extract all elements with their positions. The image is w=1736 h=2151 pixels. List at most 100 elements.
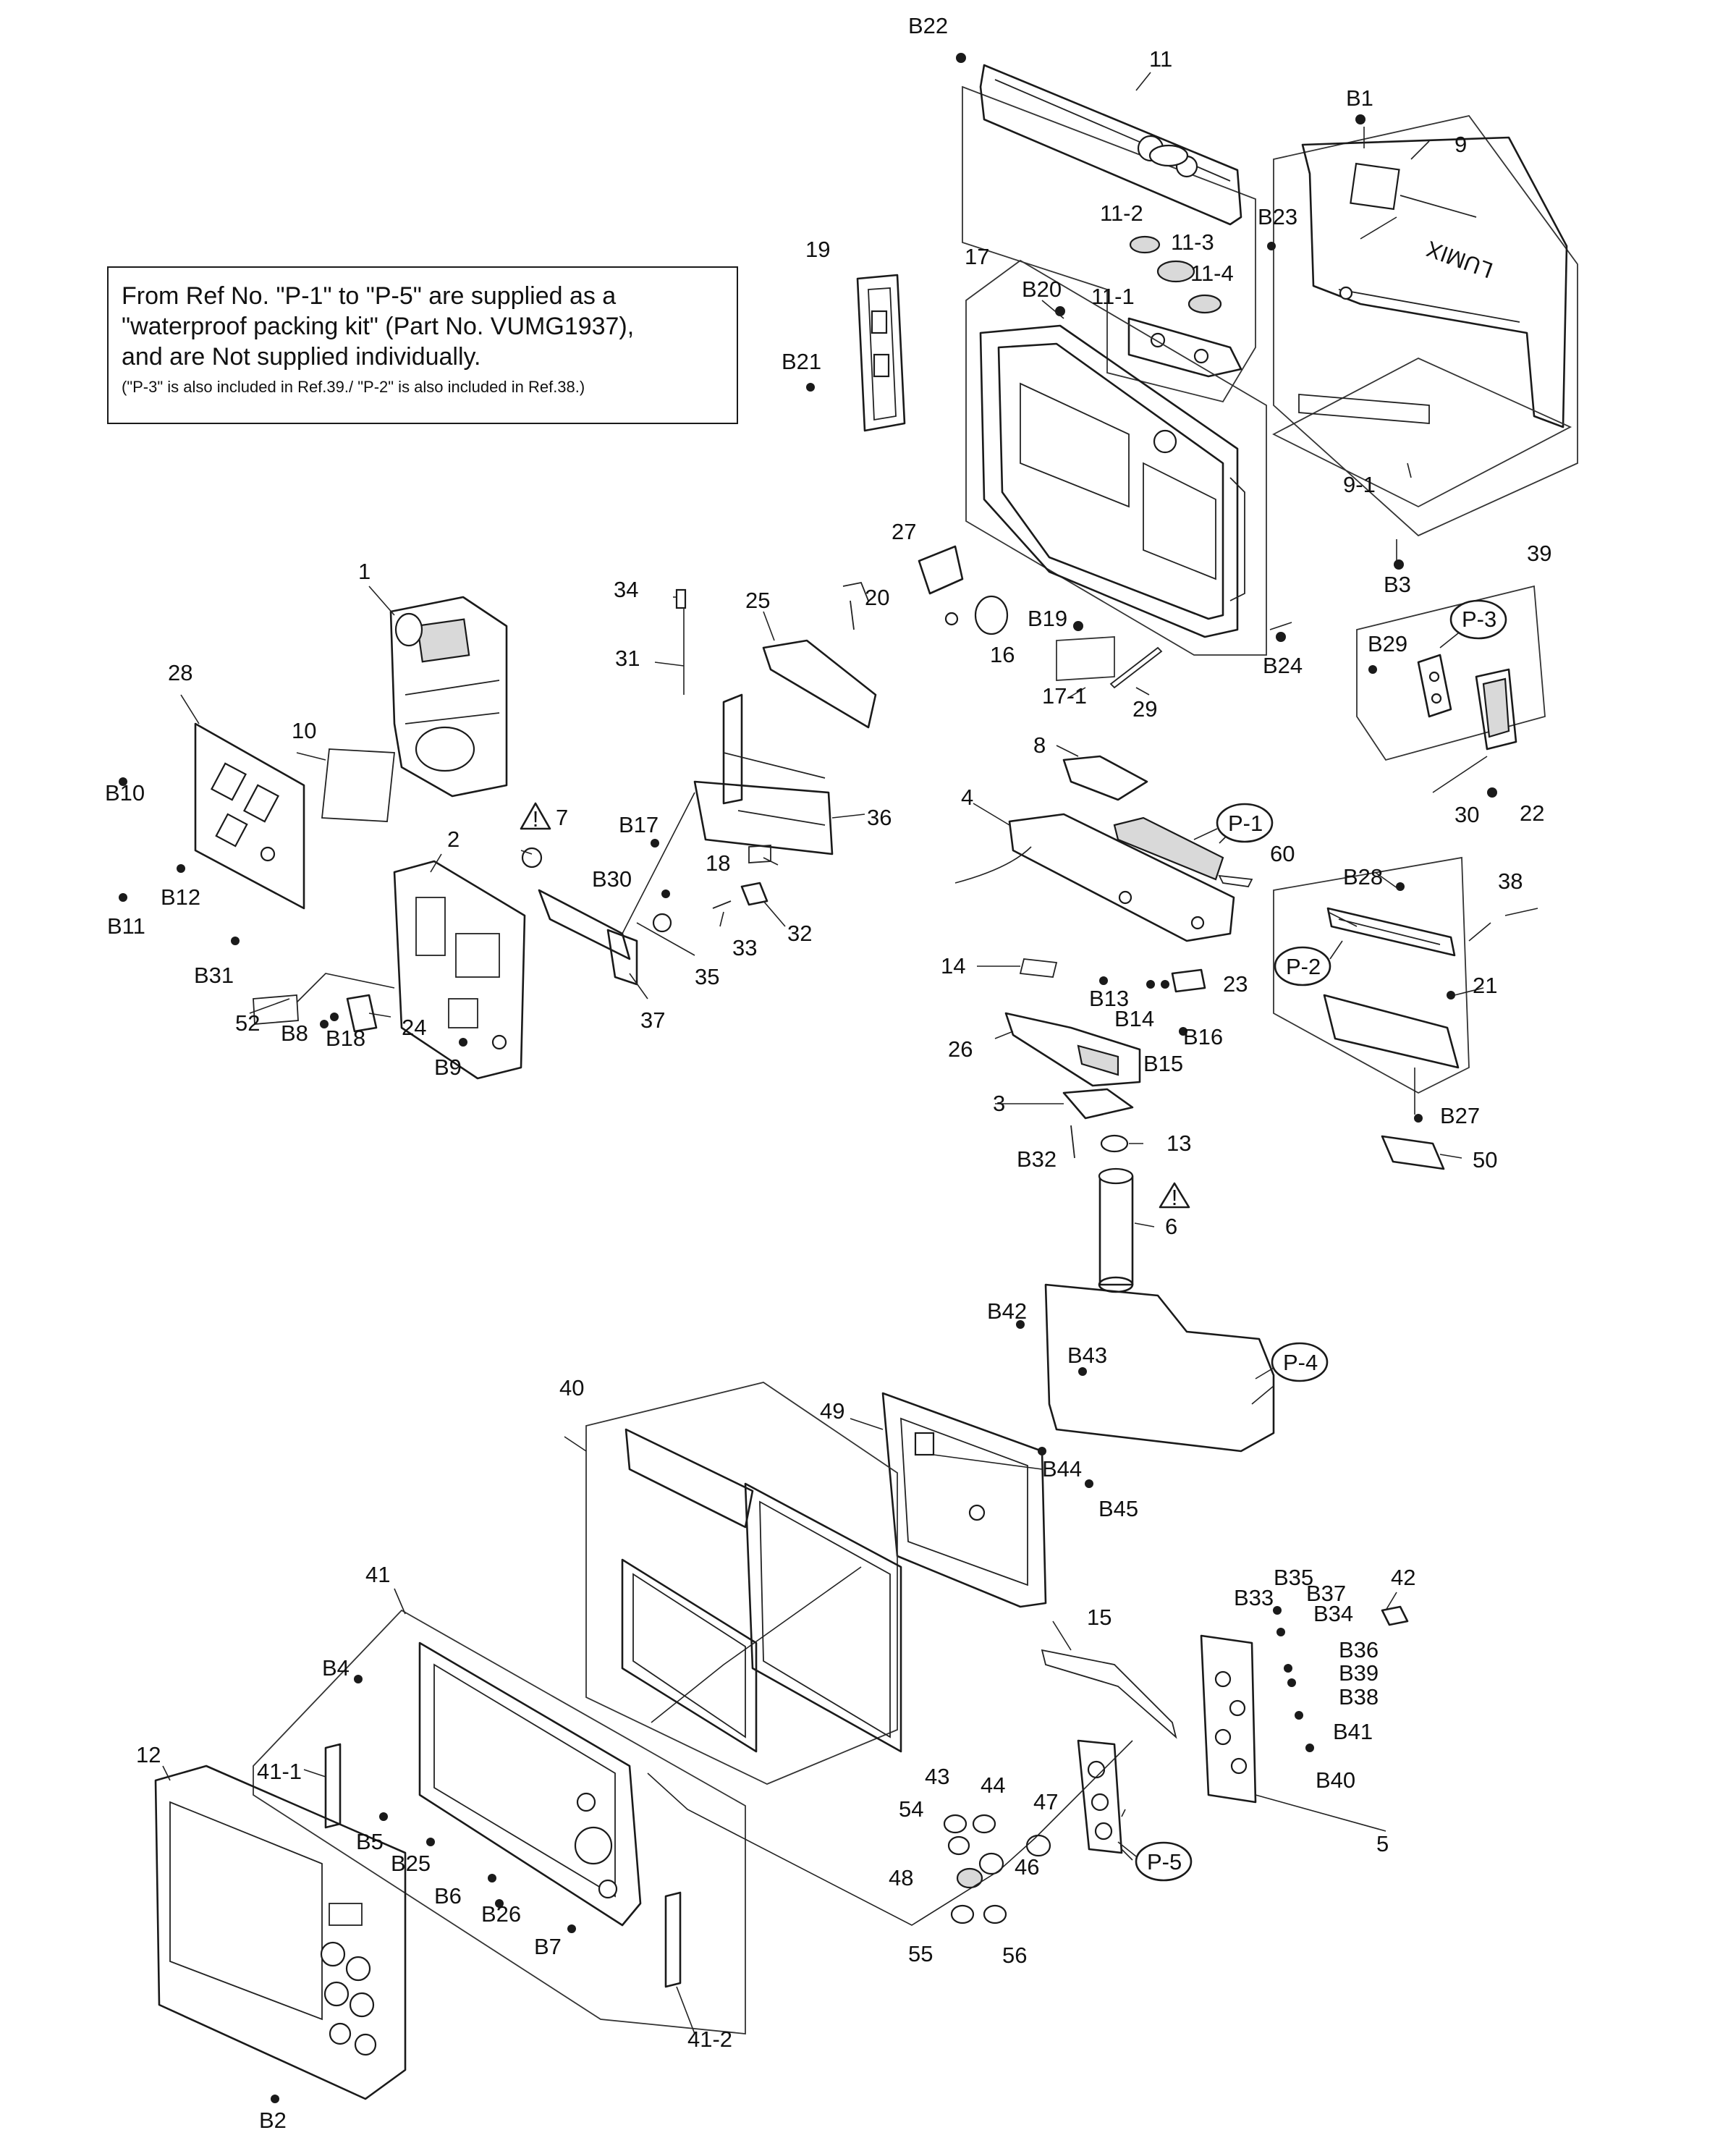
svg-text:!: ! [533, 806, 539, 832]
label-B17: B17 [619, 812, 659, 837]
part-10-sheet [321, 748, 395, 822]
label-B37: B37 [1306, 1581, 1346, 1606]
label-B41: B41 [1333, 1719, 1373, 1744]
warning-icon-6 [1159, 1182, 1190, 1209]
button-43 [943, 1814, 967, 1834]
label-B12: B12 [161, 884, 200, 910]
part-27-16-hinge [918, 545, 1009, 635]
label-11-2: 11-2 [1100, 200, 1143, 226]
leader-lines [162, 72, 1538, 2034]
callout-P-2 [1274, 946, 1331, 986]
label-P-2: P-2 [1286, 954, 1321, 979]
part-1-lens-unit [389, 596, 508, 798]
note-line-3: and are Not supplied individually. [122, 343, 481, 371]
label-2: 2 [447, 827, 460, 852]
screw-markers [119, 53, 1497, 2103]
packing-kit-note: From Ref No. "P-1" to "P-5" are supplied… [107, 266, 738, 424]
label-B6: B6 [434, 1883, 462, 1909]
part-38-battery-door [1273, 856, 1470, 1115]
label-B2: B2 [259, 2108, 287, 2133]
label-14: 14 [941, 953, 965, 979]
label-40: 40 [559, 1375, 584, 1400]
label-17: 17 [965, 244, 989, 269]
part-25-20-assembly [762, 581, 877, 729]
label-33: 33 [732, 935, 757, 960]
part-41-1-strip [324, 1743, 342, 1829]
label-43: 43 [925, 1764, 949, 1789]
label-60: 60 [1270, 841, 1295, 866]
label-B24: B24 [1263, 653, 1303, 678]
label-42: 42 [1391, 1565, 1415, 1590]
svg-text:!: ! [1172, 1185, 1178, 1210]
label-36: 36 [867, 805, 892, 830]
label-44: 44 [981, 1772, 1005, 1798]
label-B10: B10 [105, 780, 145, 806]
label-B14: B14 [1114, 1006, 1154, 1031]
label-B27: B27 [1440, 1103, 1480, 1128]
part-4-board [954, 813, 1235, 942]
part-14-flex [1019, 958, 1058, 978]
label-B3: B3 [1384, 572, 1411, 597]
label-B16: B16 [1183, 1024, 1223, 1049]
label-29: 29 [1132, 696, 1157, 722]
warning-icons: ! ! [520, 802, 1190, 1210]
part-41-2-strip [664, 1891, 682, 1988]
label-B1: B1 [1346, 85, 1373, 111]
label-41: 41 [365, 1562, 390, 1587]
label-B15: B15 [1143, 1051, 1183, 1076]
label-18: 18 [706, 850, 730, 876]
note-line-2: "waterproof packing kit" (Part No. VUMG1… [122, 313, 635, 340]
label-B21: B21 [782, 349, 821, 374]
label-13: 13 [1166, 1131, 1191, 1156]
button-55 [950, 1904, 975, 1924]
label-49: 49 [820, 1398, 844, 1424]
part-12-rear-cover [154, 1765, 407, 2100]
label-9-1: 9-1 [1343, 472, 1376, 497]
label-B33: B33 [1234, 1585, 1274, 1610]
label-P-1: P-1 [1228, 811, 1263, 836]
label-22: 22 [1520, 800, 1544, 826]
label-B32: B32 [1017, 1146, 1057, 1172]
button-48 [956, 1867, 983, 1889]
part-42-cube [1381, 1605, 1409, 1626]
label-3: 3 [993, 1091, 1005, 1116]
label-41-2: 41-2 [687, 2027, 732, 2052]
part-52-sheet [253, 994, 299, 1025]
label-P-3: P-3 [1462, 607, 1496, 632]
part-8-part [1062, 755, 1148, 801]
part-15-flex [1041, 1649, 1177, 1739]
button-56 [983, 1904, 1007, 1924]
label-B23: B23 [1258, 204, 1297, 229]
label-27: 27 [892, 519, 916, 544]
button-54 [947, 1835, 970, 1856]
label-B25: B25 [391, 1851, 431, 1876]
label-21: 21 [1473, 973, 1497, 998]
callout-P-1 [1216, 803, 1274, 843]
label-P-4: P-4 [1283, 1350, 1318, 1375]
label-35: 35 [695, 964, 719, 989]
label-30: 30 [1455, 802, 1479, 827]
note-line-1: From Ref No. "P-1" to "P-5" are supplied… [122, 282, 617, 310]
part-32-shaft [740, 882, 769, 906]
label-B28: B28 [1343, 864, 1383, 889]
label-38: 38 [1498, 869, 1523, 894]
label-17-1: 17-1 [1042, 683, 1087, 709]
label-9: 9 [1455, 132, 1467, 157]
part-17-main-frame [965, 259, 1267, 656]
label-46: 46 [1015, 1854, 1039, 1880]
callout-P-3 [1449, 599, 1507, 640]
label-47: 47 [1033, 1789, 1058, 1814]
label-11-4: 11-4 [1190, 261, 1234, 286]
label-B8: B8 [281, 1020, 308, 1046]
label-39: 39 [1527, 541, 1551, 566]
label-55: 55 [908, 1941, 933, 1966]
label-B22: B22 [908, 13, 948, 38]
part-6-battery [1098, 1167, 1134, 1293]
label-B5: B5 [356, 1829, 384, 1854]
part-40-lcd-panel [585, 1382, 902, 1785]
part-24-bracket [346, 994, 378, 1033]
label-B29: B29 [1368, 631, 1407, 656]
label-B31: B31 [194, 963, 234, 988]
warning-icon-7 [520, 802, 551, 830]
part-5-button-board [1200, 1634, 1257, 1804]
